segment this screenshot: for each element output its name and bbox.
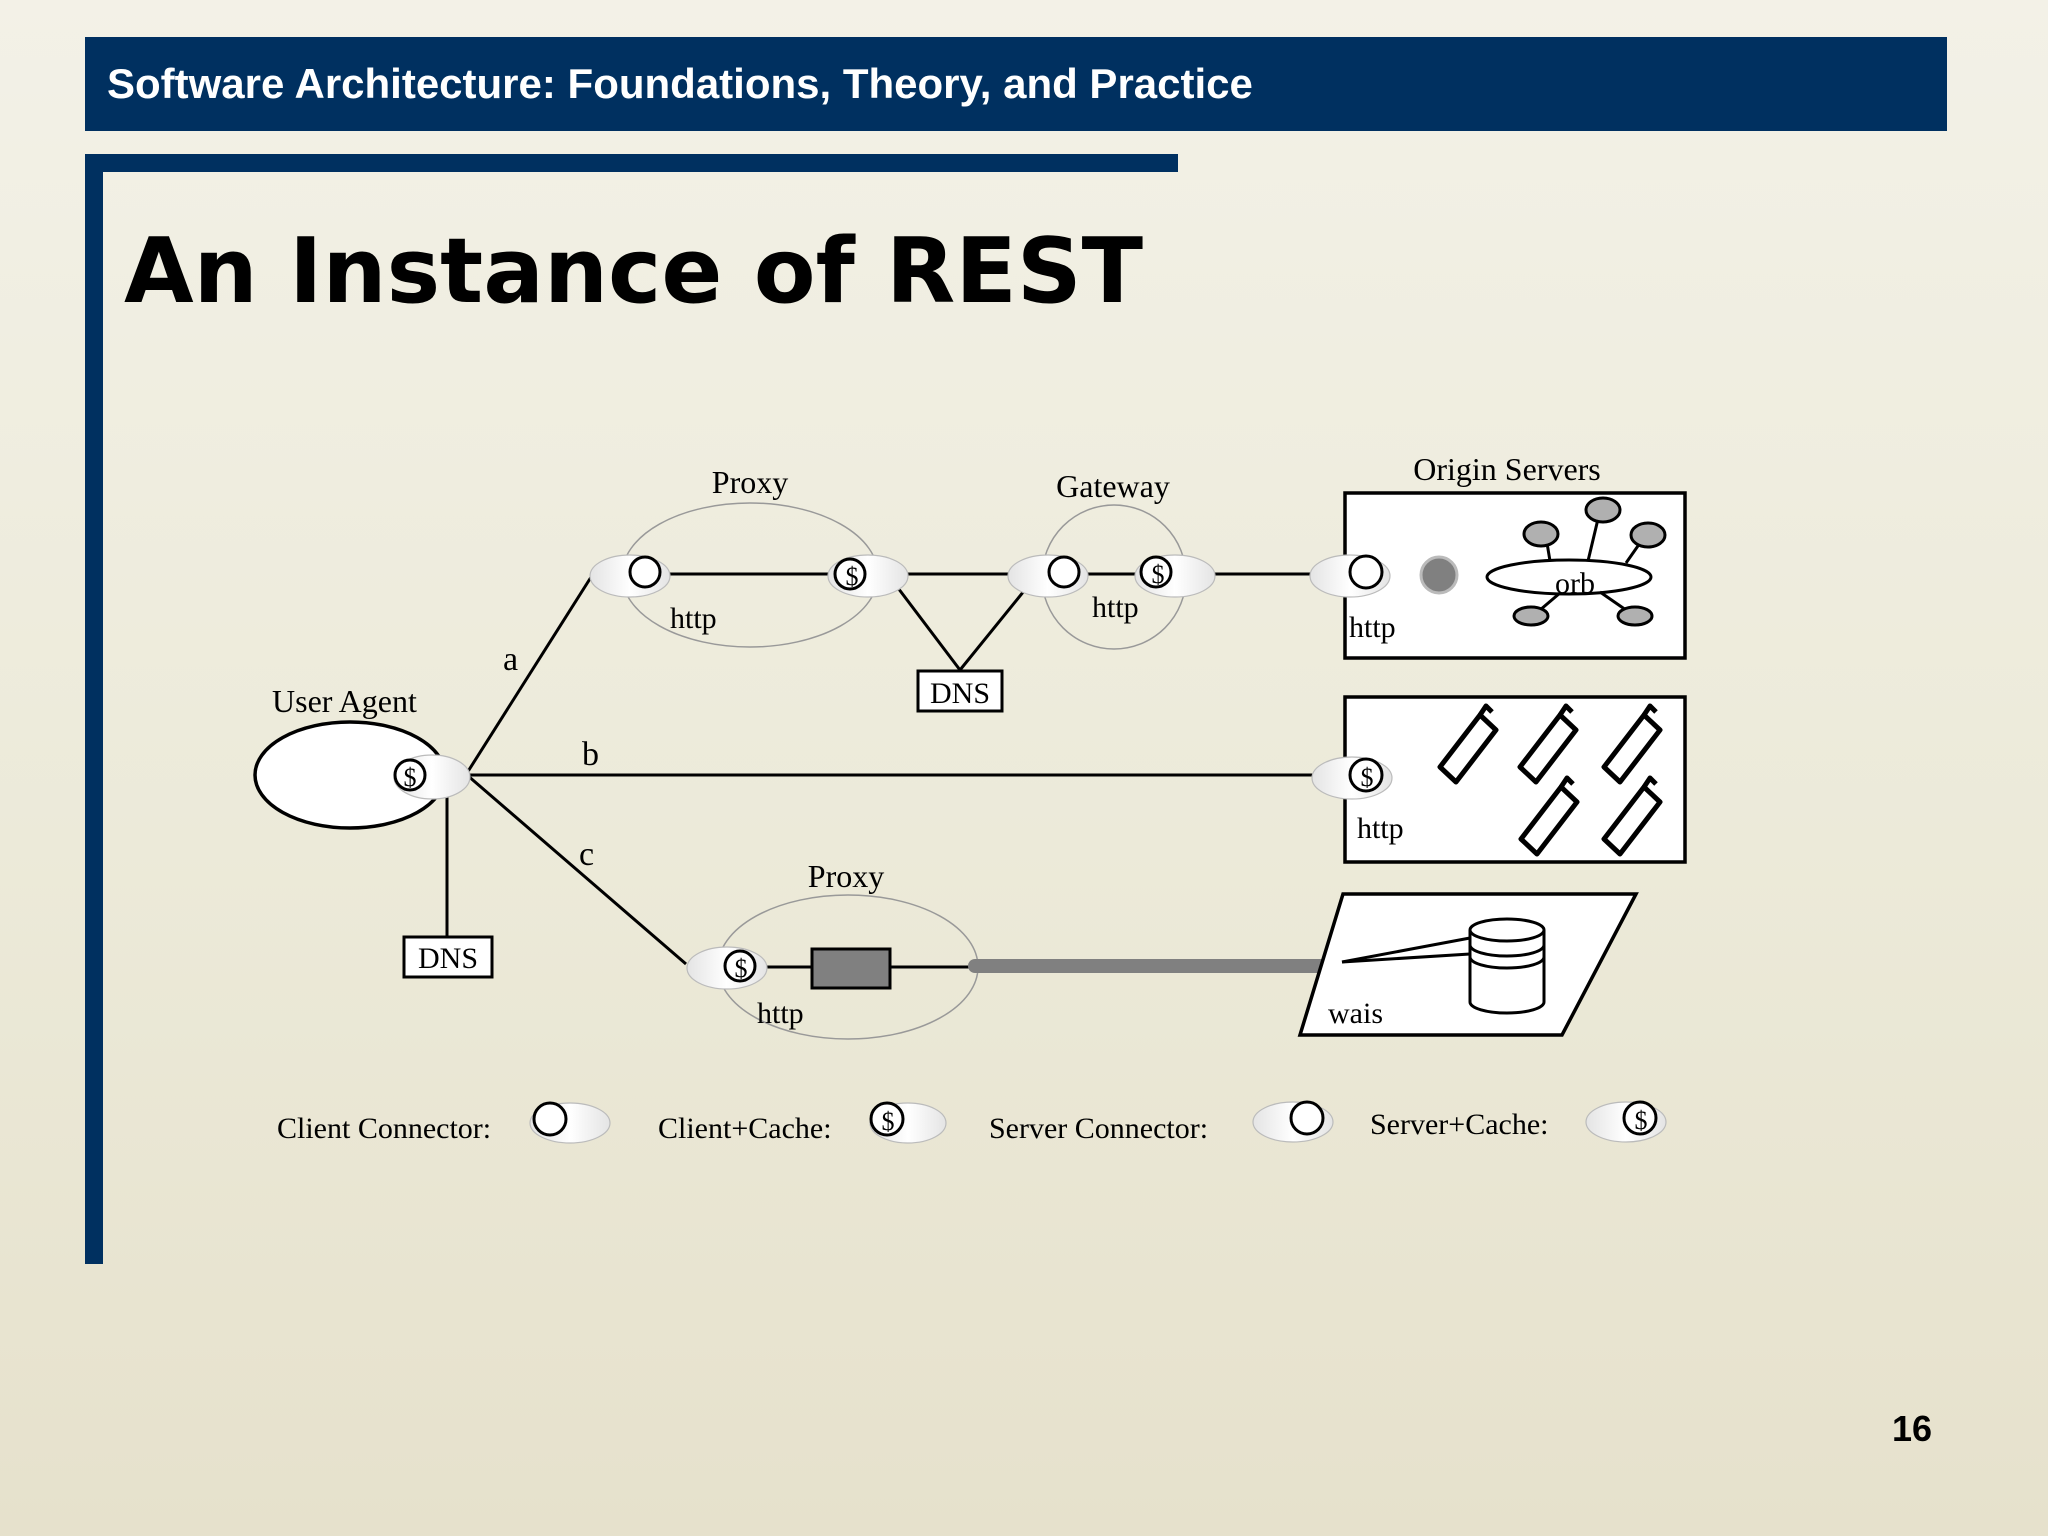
proxy-top-http-label: http xyxy=(670,602,717,635)
gateway-cache-connector xyxy=(1139,555,1173,589)
gateway-label: Gateway xyxy=(1056,468,1170,504)
origin-files-cache-symbol: $ xyxy=(1361,763,1374,792)
proxy-top-cache-connector xyxy=(833,557,867,591)
proxy-top-cache-symbol: $ xyxy=(846,562,859,591)
orb-object-2 xyxy=(1584,496,1622,524)
path-a-label: a xyxy=(503,641,518,678)
proxy-top-client-connector xyxy=(628,555,662,589)
orb-bus xyxy=(1485,558,1653,596)
dns-left-box xyxy=(402,935,494,979)
dns-left-label: DNS xyxy=(418,942,478,975)
proxy-bottom-label: Proxy xyxy=(808,858,884,894)
wais-database-icon xyxy=(1341,917,1546,1015)
course-header-bar: Software Architecture: Foundations, Theo… xyxy=(85,37,1947,131)
origin-files-cache-connector xyxy=(1348,757,1384,793)
legend-server-cache-dollar: $ xyxy=(1635,1106,1648,1135)
legend-server-connector-label: Server Connector: xyxy=(989,1112,1208,1145)
orb-label: orb xyxy=(1555,567,1595,600)
path-b-label: b xyxy=(582,736,599,773)
frame-top-rule xyxy=(85,154,1178,172)
legend-client-connector-symbol xyxy=(532,1101,568,1137)
orb-object-5 xyxy=(1616,605,1654,627)
orb-object-1 xyxy=(1522,520,1560,548)
frame-left-rule xyxy=(85,154,103,1264)
origin-orb-http-label: http xyxy=(1349,611,1396,644)
proxy-top-label: Proxy xyxy=(712,464,788,500)
folder-icon xyxy=(1601,703,1663,785)
legend-client-cache-label: Client+Cache: xyxy=(658,1112,832,1145)
path-c-line xyxy=(466,773,687,966)
legend-server-connector-symbol xyxy=(1289,1100,1325,1136)
wais-server-box xyxy=(1297,892,1639,1037)
orb-object-4 xyxy=(1512,605,1550,627)
user-agent-cache-symbol: $ xyxy=(404,763,417,792)
folder-icon xyxy=(1601,775,1663,857)
slide-title: An Instance of REST xyxy=(124,219,1144,324)
folder-icons xyxy=(1437,703,1663,857)
orb-client-connector xyxy=(1419,555,1459,595)
dns-top-box xyxy=(916,669,1004,713)
proxy-bottom-http-label: http xyxy=(757,997,804,1030)
dns-left-arm xyxy=(893,583,962,671)
origin-orb-server-connector xyxy=(1348,554,1384,590)
user-agent-label: User Agent xyxy=(272,683,417,719)
wais-label: wais xyxy=(1328,997,1383,1030)
legend-client-connector-label: Client Connector: xyxy=(277,1112,491,1145)
folder-icon xyxy=(1437,703,1499,785)
path-a-line xyxy=(465,573,595,774)
legend-client-cache-dollar: $ xyxy=(882,1107,895,1136)
orb-object-3 xyxy=(1629,521,1667,549)
proxy-bottom-cache-symbol: $ xyxy=(735,954,748,983)
gateway-cache-symbol: $ xyxy=(1152,560,1165,589)
page-number: 16 xyxy=(1891,1408,1932,1449)
legend-client-cache-symbol xyxy=(869,1101,905,1137)
legend: Client Connector: Client+Cache: $ Server… xyxy=(277,1100,1667,1145)
proxy-bottom-cache-connector xyxy=(723,949,757,983)
folder-icon xyxy=(1518,775,1580,857)
folder-icon xyxy=(1517,703,1579,785)
origin-files-http-label: http xyxy=(1357,812,1404,845)
gateway-client-connector xyxy=(1047,555,1081,589)
legend-server-cache-symbol xyxy=(1622,1100,1658,1136)
dns-top-label: DNS xyxy=(930,677,990,710)
dns-right-arm xyxy=(958,585,1030,671)
user-agent-cache-connector xyxy=(393,758,427,792)
gateway-http-label: http xyxy=(1092,591,1139,624)
path-c-label: c xyxy=(579,836,594,873)
origin-servers-label: Origin Servers xyxy=(1413,451,1601,487)
legend-server-cache-label: Server+Cache: xyxy=(1370,1108,1549,1141)
proxy-bottom-filter-component xyxy=(810,947,892,990)
course-title: Software Architecture: Foundations, Theo… xyxy=(107,60,1253,107)
orb-objects xyxy=(1512,496,1667,627)
